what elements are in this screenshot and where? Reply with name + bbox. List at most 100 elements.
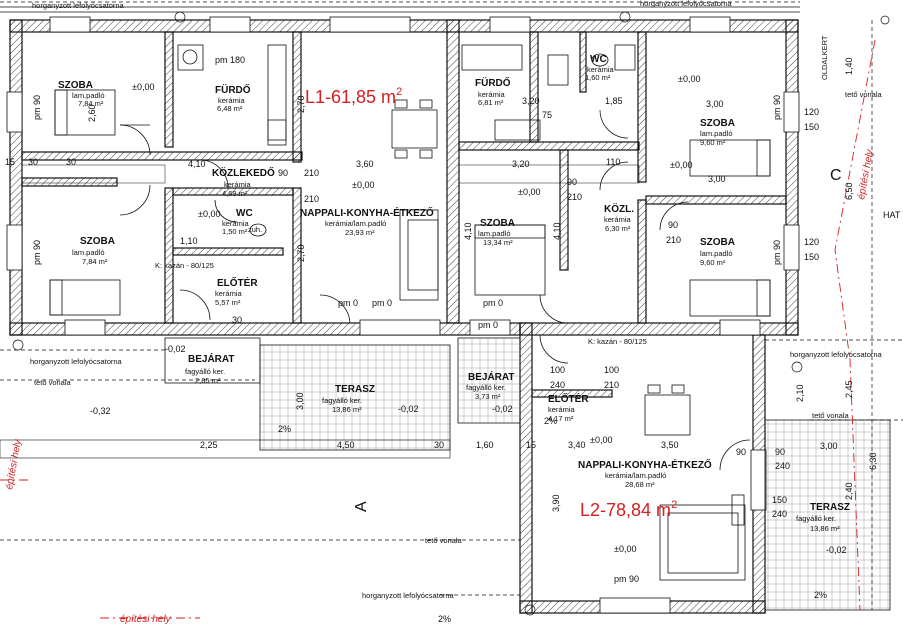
dim-410c: 4,10 [552,222,562,240]
l2-room-9-name: NAPPALI-KONYHA-ÉTKEZŐ [578,458,712,471]
slope-3: 2% [278,424,291,434]
dim-185: 1,85 [605,96,623,106]
dim-270b: 2,70 [296,244,306,262]
l2-room-3-area: 9,60 m² [700,138,726,147]
dim-210e: 210 [304,194,319,204]
unit-l1-labels: SZOBA lam.padló 7,84 m² FÜRDŐ kerámia 6,… [58,80,434,414]
dimensions: 4,10 3,60 3,20 3,20 3,00 3,00 3,00 4,50 … [5,57,878,519]
dim-270a: 2,70 [296,95,306,113]
slope-1: 2% [814,590,827,600]
l2-room-5-name: KÖZL. [604,202,634,215]
dim-300a: 3,00 [706,99,724,109]
l1-room-2-floor: kerámia [218,96,246,105]
l1-room-1-floor: lam.padló [72,91,105,100]
level-l1-4: -0,02 [165,344,186,354]
l2-room-6-floor: lam.padló [700,249,733,258]
l1-area-title: L1-61,85 m2 [305,86,402,107]
dim-100b: 100 [604,365,619,375]
dim-240b: 240 [772,509,787,519]
dim-225: 2,25 [200,440,218,450]
shower-label: zuh. [248,225,262,234]
build-limit-line [0,39,876,619]
dim-210f: 2,10 [795,384,805,402]
l1-room-7-area: 5,57 m² [215,298,241,307]
l1-room-2-name: FÜRDŐ [215,83,251,96]
dim-210b: 210 [666,235,681,245]
hat-label: HAT [883,210,901,220]
gutter-label-1: horganyzott lefolyócsatorna [32,1,125,10]
dim-410b: 4,10 [463,222,473,240]
l1-room-9-floor: fagyálló ker. [322,396,362,405]
dim-240d: 2,40 [844,482,854,500]
dim-30c: 30 [434,440,444,450]
dim-150b: 150 [804,122,819,132]
slope-4: 2% [544,416,557,426]
dim-450: 4,50 [337,440,355,450]
dim-90b: 90 [668,220,678,230]
dim-15a: 15 [526,440,536,450]
roof-lines [0,20,903,610]
dim-340: 3,40 [568,440,586,450]
pm90-l2-2: pm 90 [772,240,782,265]
roof-line-4: tető vonala [845,90,883,99]
l2-room-7-area: 3,73 m² [475,392,501,401]
gutter-label-2: horganyzott lefolyócsatorna [640,0,733,8]
l2-room-1-floor: kerámia [478,90,506,99]
pm0-l2: pm 0 [483,298,503,308]
l2-room-1-area: 6,81 m² [478,98,504,107]
windows [6,16,800,614]
dim-245: 2,45 [844,380,854,398]
gutter-label-3: horganyzott lefolyócsatorna [30,357,123,366]
l1-room-8-floor: fagyálló ker. [185,367,225,376]
pm90-l1-1: pm 90 [32,95,42,120]
roof-line-1: tető vonala [34,378,72,387]
l2-room-9-area: 28,68 m² [625,480,655,489]
level-l2-3: ±0,00 [670,160,692,170]
l2-room-5-area: 6,30 m² [605,224,631,233]
dim-15b: 15 [5,157,15,167]
level-marks: ±0,00 ±0,00 ±0,00 ±0,00 ±0,00 ±0,00 ±0,0… [90,55,847,624]
dim-650: 6,50 [844,182,854,200]
l2-room-2-floor: kerámia [587,65,615,74]
dim-320b: 3,20 [522,96,540,106]
inner-walls [21,31,787,398]
l2-room-6-name: SZOBA [700,237,735,248]
pm90-l1-2: pm 90 [32,240,42,265]
dim-410: 4,10 [188,159,206,169]
l2-room-2-name: WC [590,54,607,65]
l1-room-4-area: 1,50 m² [222,227,248,236]
pm0-l1-1: pm 0 [338,298,358,308]
drain-markers [12,11,890,616]
l2-room-7-floor: fagyálló ker. [466,383,506,392]
level-l2-5: ±0,00 [614,544,636,554]
l1-room-6-name: SZOBA [80,236,115,247]
l1-room-1-name: SZOBA [58,80,93,91]
pm0-l1-2: pm 0 [372,298,392,308]
dim-30a: 30 [28,157,38,167]
level-l2-7: -0,02 [826,545,847,555]
dim-240a: 240 [550,380,565,390]
l2-room-8-floor: kerámia [548,405,576,414]
l1-room-9-area: 13,86 m² [332,405,362,414]
dim-210d: 210 [304,168,319,178]
level-l1-1: ±0,00 [132,82,154,92]
l2-room-9-floor: kerámia/lam.padló [605,471,666,480]
dim-260: 2,60 [87,104,97,122]
l2-room-8-name: ELŐTÉR [548,392,589,405]
dim-140: 1,40 [844,57,854,75]
l1-room-5-area: 23,93 m² [345,228,375,237]
furniture [49,44,771,581]
l1-room-5-name: NAPPALI-KONYHA-ÉTKEZŐ [300,206,434,219]
boiler-l2: K: kazán - 80/125 [588,337,647,346]
dim-75: 75 [542,110,552,120]
level-l2-4: ±0,00 [590,435,612,445]
build-line-label-1: építési hely [856,148,876,201]
l2-room-8-area: 4,17 m² [548,414,574,423]
dim-90e: 90 [278,168,288,178]
gutter-label-4: horganyzott lefolyócsatorna [790,350,883,359]
dim-210a: 210 [567,192,582,202]
l2-room-3-name: SZOBA [700,118,735,129]
dim-110: 1,10 [180,236,198,246]
